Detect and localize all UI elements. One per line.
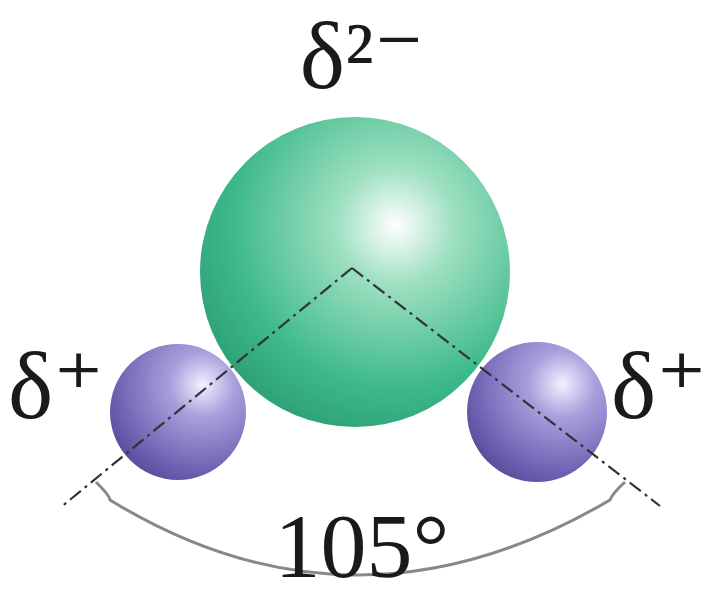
angle-value: 105° bbox=[275, 500, 450, 592]
partial-charge: δ⁺ bbox=[8, 338, 104, 434]
partial-charge: δ⁺ bbox=[611, 338, 707, 434]
hydrogen-atom bbox=[467, 342, 607, 482]
partial-charge: δ²⁻ bbox=[300, 8, 425, 104]
oxygen-atom bbox=[200, 117, 510, 427]
